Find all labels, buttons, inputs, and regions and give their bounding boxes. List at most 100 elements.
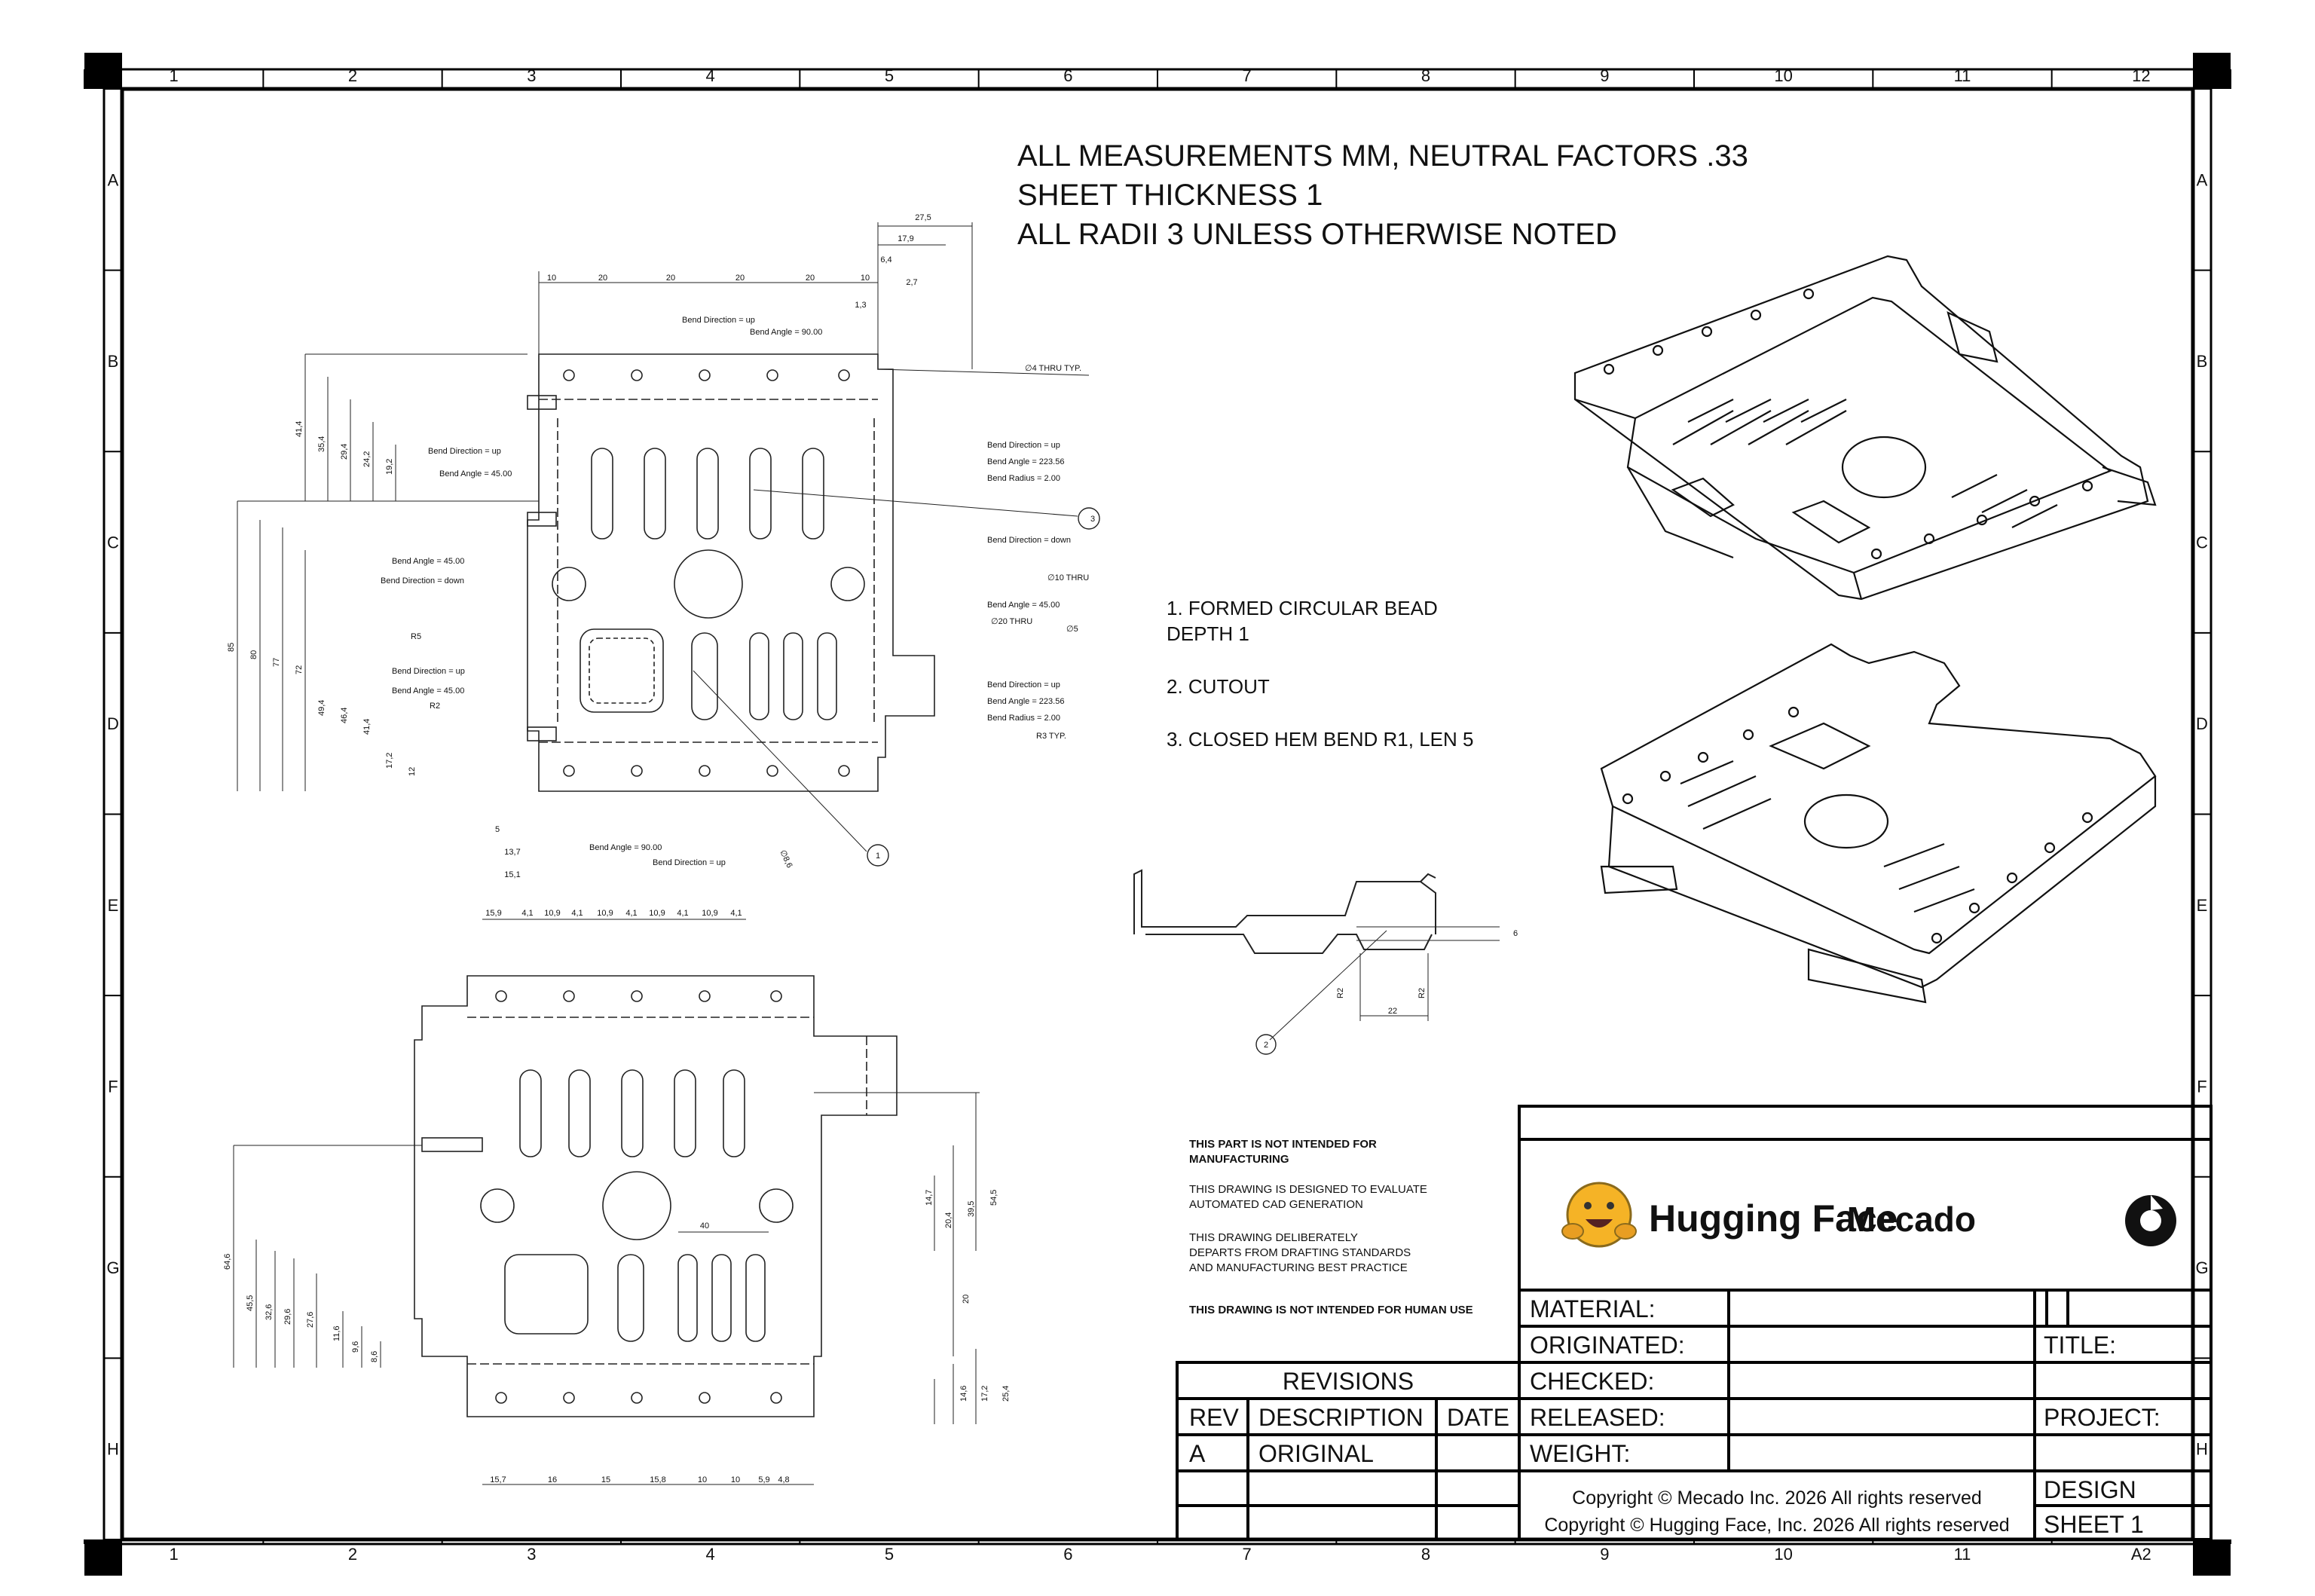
mecado-logo: Mecado (1847, 1195, 2176, 1246)
zone-column-label: 10 (1774, 66, 1792, 85)
disclaimer-4: THIS DRAWING IS NOT INTENDED FOR HUMAN U… (1189, 1304, 1473, 1316)
revisions-col-date: DATE (1447, 1404, 1509, 1431)
disclaimer-3-line-3: AND MANUFACTURING BEST PRACTICE (1189, 1261, 1408, 1274)
callout-hole10: ∅10 THRU (1047, 573, 1089, 582)
zone-row-label: E (108, 896, 119, 915)
dim-b-top-4: 4,1 (571, 909, 583, 918)
zone-column-label: 2 (348, 1545, 357, 1564)
zone-column-label: A2 (2131, 1545, 2151, 1564)
revisions-row-description: ORIGINAL (1258, 1440, 1374, 1467)
section-dim-r2-right: R2 (1417, 988, 1427, 998)
callout-hole4: ∅4 THRU TYP. (1025, 364, 1081, 373)
zone-column-label: 1 (170, 66, 179, 85)
dim-b-top-2: 4,1 (521, 909, 533, 918)
dim-left-3: 29,4 (340, 444, 349, 460)
balloon-2: 2 (1264, 1041, 1268, 1050)
zone-column-label: 9 (1600, 66, 1609, 85)
dim-right-top-4: 2,7 (906, 278, 917, 287)
dim-b-top-3: 10,9 (544, 909, 560, 918)
dim-top-2: 20 (598, 274, 607, 283)
note-1-line-1: 1. FORMED CIRCULAR BEAD (1167, 597, 1438, 619)
tb-material: MATERIAL: (1530, 1295, 1656, 1322)
dim-b-bottom-5: 10 (698, 1475, 707, 1484)
zone-column-label: 1 (170, 1545, 179, 1564)
isometric-view-bottom (1600, 643, 2157, 1004)
tb-checked: CHECKED: (1530, 1368, 1654, 1395)
zone-row-label: F (108, 1077, 118, 1096)
disclaimer-1-line-1: THIS PART IS NOT INTENDED FOR (1189, 1138, 1377, 1151)
callout-bend-angle-45-left: Bend Angle = 45.00 (439, 469, 512, 478)
zone-column-label: 3 (527, 1545, 536, 1564)
zone-row-label: F (2197, 1077, 2206, 1096)
dim-left-2: 35,4 (317, 436, 326, 452)
zone-row-label: C (2196, 534, 2208, 552)
header-note-2: SHEET THICKNESS 1 (1017, 179, 1323, 212)
section-view (1133, 869, 1500, 1055)
dim-left2-6: 46,4 (340, 708, 349, 723)
dim-b-top-10: 4,1 (730, 909, 742, 918)
dim-b-bottom-8: 4,8 (778, 1475, 789, 1484)
dim-left2-1: 85 (227, 643, 236, 652)
header-note-3: ALL RADII 3 UNLESS OTHERWISE NOTED (1017, 218, 1617, 251)
zone-column-label: 5 (885, 1545, 894, 1564)
section-dim-6: 6 (1513, 929, 1518, 938)
dim-b-top-7: 10,9 (649, 909, 665, 918)
callout-bend-angle-90-top: Bend Angle = 90.00 (750, 328, 822, 337)
dim-b-right-5: 20 (962, 1295, 971, 1304)
tb-sheet: SHEET 1 (2044, 1511, 2144, 1538)
zone-row-label: G (106, 1258, 119, 1277)
disclaimer-1-line-2: MANUFACTURING (1189, 1153, 1289, 1166)
zone-row-label: D (107, 714, 119, 733)
inner-border (120, 87, 2195, 1542)
zone-column-label: 8 (1421, 66, 1430, 85)
zone-column-label: 6 (1063, 66, 1072, 85)
disclaimer-2-line-1: THIS DRAWING IS DESIGNED TO EVALUATE (1189, 1183, 1427, 1196)
tb-design: DESIGN (2044, 1476, 2136, 1503)
zone-row-label: D (2196, 714, 2208, 733)
dim-b-left-1: 64,6 (223, 1254, 232, 1270)
callout-bend-dir-down-left: Bend Direction = down (381, 576, 464, 586)
disclaimer-2-line-2: AUTOMATED CAD GENERATION (1189, 1198, 1363, 1211)
dim-left-5: 19,2 (385, 459, 394, 475)
dim-b-top-5: 10,9 (597, 909, 613, 918)
hugging-face-wordmark: Hugging Face (1649, 1197, 1898, 1240)
dim-b-top-6: 4,1 (625, 909, 637, 918)
dim-top-1: 10 (547, 274, 556, 283)
hugging-face-logo: Hugging Face (1561, 1182, 1898, 1248)
dim-b-right-1: 14,7 (925, 1190, 934, 1206)
balloon-2-circle (1255, 1034, 1277, 1055)
zone-column-label: 8 (1421, 1545, 1430, 1564)
flat-pattern-bottom-view (233, 919, 980, 1485)
tb-project: PROJECT: (2044, 1404, 2161, 1431)
corner-mark-br (2193, 1539, 2231, 1576)
flat-outline (527, 353, 935, 792)
callout-hole5: ∅5 (1066, 625, 1078, 634)
tb-title: TITLE: (2044, 1332, 2116, 1359)
dim-b-mid: 40 (700, 1221, 709, 1231)
callout-hole20: ∅20 THRU (991, 617, 1032, 626)
callout-bend-dir-up-top: Bend Direction = up (682, 316, 755, 325)
zone-column-label: 11 (1954, 66, 1971, 85)
zone-row-label: C (107, 534, 119, 552)
zone-column-label: 9 (1600, 1545, 1609, 1564)
revisions-heading: REVISIONS (1283, 1368, 1414, 1395)
isometric-view-top (1573, 255, 2157, 601)
dim-right-top-5: 1,3 (855, 301, 866, 310)
dim-top-5: 20 (806, 274, 815, 283)
zone-column-label: 5 (885, 66, 894, 85)
mecado-wordmark: Mecado (1847, 1200, 1976, 1239)
revisions-col-description: DESCRIPTION (1258, 1404, 1424, 1431)
dim-right-top-2: 17,9 (898, 234, 913, 243)
disclaimer-3-line-2: DEPARTS FROM DRAFTING STANDARDS (1189, 1246, 1411, 1259)
dim-b-bottom-2: 16 (548, 1475, 557, 1484)
corner-mark-tr (2193, 53, 2231, 89)
header-note-1: ALL MEASUREMENTS MM, NEUTRAL FACTORS .33 (1017, 139, 1748, 173)
dim-b-left-5: 27,6 (306, 1312, 315, 1328)
zone-row-label: B (108, 352, 119, 371)
callout-bend-angle-45-left3: Bend Angle = 45.00 (392, 686, 464, 696)
flat-pattern-top-view (237, 222, 1100, 867)
callout-bend-dir-up-left2: Bend Direction = up (392, 667, 465, 676)
zone-column-label: 11 (1954, 1545, 1971, 1564)
